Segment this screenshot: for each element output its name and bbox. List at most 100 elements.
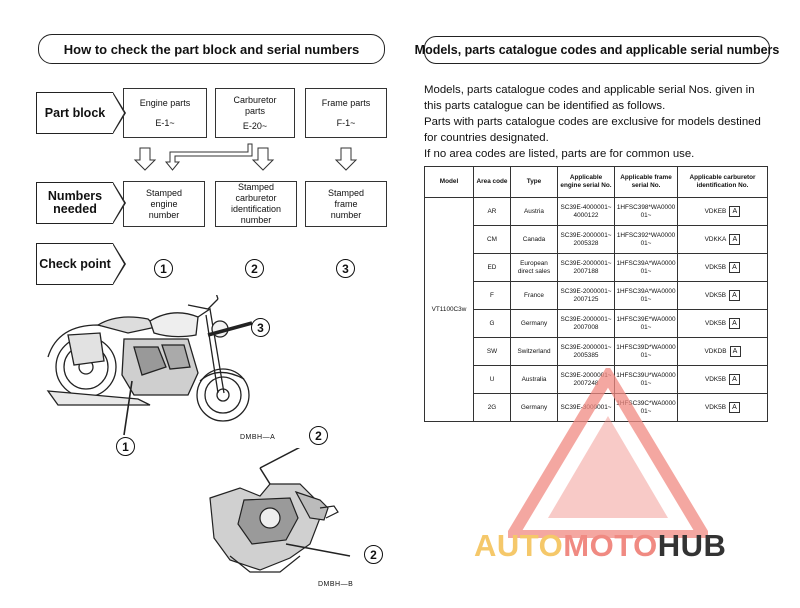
header-area-code: Area code <box>473 166 511 198</box>
part-block-name: Frame parts <box>321 97 371 108</box>
area-code-cell: F <box>473 281 511 310</box>
number-frame: Stamped frame number <box>305 181 387 227</box>
check-point-1: 1 <box>154 259 173 278</box>
check-point-2: 2 <box>245 259 264 278</box>
callout-2-bottom: 2 <box>364 545 383 564</box>
row-label-numbers-needed: Numbers needed <box>36 182 126 224</box>
frame-serial-cell: 1HFSC398*WA000001~ <box>614 197 678 226</box>
part-block-code: E-20~ <box>242 120 268 131</box>
figure-b-label: DMBH—B <box>318 581 354 588</box>
callout-3: 3 <box>251 318 270 337</box>
boxed-mark: A <box>729 206 741 217</box>
watermark-logo-text: AUTOMOTOHUB <box>474 528 726 564</box>
frame-serial-cell: 1HFSC39A*WA000001~ <box>614 281 678 310</box>
watermark-triangle-icon <box>508 368 708 538</box>
down-arrow-icon <box>133 147 157 171</box>
front-wheel-icon <box>196 368 250 422</box>
watermark-part: AUTO <box>474 528 564 563</box>
engine-serial-cell: SC39E-2000001~2005385 <box>557 337 615 366</box>
boxed-mark: A <box>728 402 740 413</box>
boxed-mark: A <box>728 374 740 385</box>
carburetor-id-text: VDKDB <box>704 348 727 356</box>
intro-paragraph-1: Models, parts catalogue codes and applic… <box>424 84 755 112</box>
carburetor-id-text: VDK5B <box>705 320 726 328</box>
flow-arrows <box>133 143 358 171</box>
motorcycle-illustration <box>46 295 253 436</box>
boxed-mark: A <box>729 346 741 357</box>
row-label-text: Numbers needed <box>47 189 103 216</box>
type-cell: Canada <box>510 225 558 254</box>
part-block-code: F-1~ <box>336 117 356 128</box>
watermark-part: MOTO <box>563 528 658 563</box>
carburetor-id-text: VDK5B <box>705 264 726 272</box>
header-frame-serial: Applicable frame serial No. <box>614 166 678 198</box>
header-carburetor-id: Applicable carburetor identification No. <box>677 166 768 198</box>
boxed-mark: A <box>729 234 741 245</box>
type-cell: Germany <box>510 309 558 338</box>
number-text: Stamped engine number <box>145 187 183 220</box>
carburetor-id-text: VDKEB <box>704 208 727 216</box>
carburetor-id-text: VDK5B <box>705 376 726 384</box>
frame-serial-cell: 1HFSC39A*WA000001~ <box>614 253 678 282</box>
frame-serial-cell: 1HFSC39E*WA000001~ <box>614 309 678 338</box>
type-cell: France <box>510 281 558 310</box>
callout-1: 1 <box>116 437 135 456</box>
area-code-cell: CM <box>473 225 511 254</box>
carburetor-id-text: VDKKA <box>704 236 727 244</box>
number-text: Stamped carburetor identification number <box>230 182 282 225</box>
engine-serial-cell: SC39E-2000001~2005328 <box>557 225 615 254</box>
header-model: Model <box>424 166 474 198</box>
type-cell: Australia <box>510 365 558 394</box>
down-arrow-icon <box>334 147 358 171</box>
watermark-part: HUB <box>657 528 727 563</box>
area-code-cell: ED <box>473 253 511 282</box>
carburetor-id-text: VDK5B <box>705 292 726 300</box>
boxed-mark: A <box>728 318 740 329</box>
part-block-frame: Frame parts F-1~ <box>305 88 387 138</box>
engine-illustration <box>209 448 351 573</box>
engine-serial-cell: SC39E-4000001~4000122 <box>557 197 615 226</box>
type-cell: European direct sales <box>510 253 558 282</box>
catalogue-table: Model Area code Type Applicable engine s… <box>424 166 768 422</box>
frame-serial-cell: 1HFSC392*WA000001~ <box>614 225 678 254</box>
carburetor-id-text: VDK5B <box>705 404 726 412</box>
model-cell: VT1100C3w <box>424 197 474 422</box>
engine-serial-cell: SC39E-2000001~2007008 <box>557 309 615 338</box>
table-header-row: Model Area code Type Applicable engine s… <box>424 166 768 198</box>
number-engine: Stamped engine number <box>123 181 205 227</box>
intro-paragraph-3: If no area codes are listed, parts are f… <box>424 148 695 160</box>
engine-serial-cell: SC39E-2000001~2007125 <box>557 281 615 310</box>
frame-serial-cell: 1HFSC39D*WA000001~ <box>614 337 678 366</box>
figure-a-label: DMBH—A <box>240 434 276 441</box>
bent-arrow-icon <box>164 143 253 171</box>
area-code-cell: AR <box>473 197 511 226</box>
area-code-cell: U <box>473 365 511 394</box>
right-page-title: Models, parts catalogue codes and applic… <box>415 36 779 64</box>
area-code-cell: G <box>473 309 511 338</box>
type-cell: Switzerland <box>510 337 558 366</box>
part-block-name: Carburetor parts <box>233 94 277 116</box>
check-point-3: 3 <box>336 259 355 278</box>
number-text: Stamped frame number <box>327 187 365 220</box>
part-block-engine: Engine parts E-1~ <box>123 88 207 138</box>
number-carburetor: Stamped carburetor identification number <box>215 181 297 227</box>
part-block-code: E-1~ <box>155 117 175 128</box>
boxed-mark: A <box>728 290 740 301</box>
intro-paragraph-2: Parts with parts catalogue codes are exc… <box>424 116 761 144</box>
part-block-name: Engine parts <box>139 97 191 108</box>
down-arrow-icon <box>251 147 275 171</box>
